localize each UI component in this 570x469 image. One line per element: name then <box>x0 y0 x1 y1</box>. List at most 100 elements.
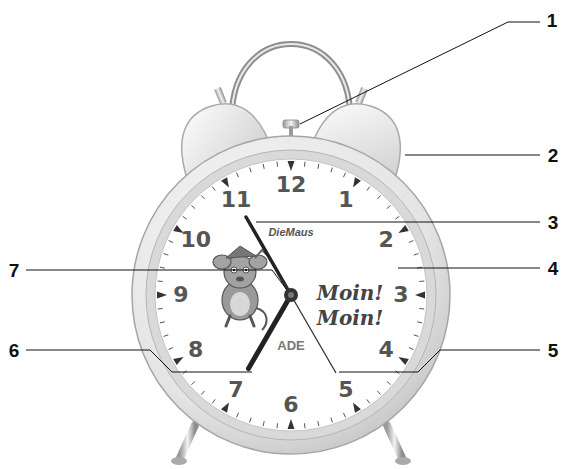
minute-tick <box>160 267 165 268</box>
minute-tick <box>331 168 333 173</box>
minute-tick <box>276 423 278 428</box>
dial-number: 9 <box>173 284 188 306</box>
minute-tick <box>201 391 204 395</box>
minute-tick <box>419 280 424 282</box>
minute-tick <box>343 413 345 418</box>
callout-number: 2 <box>548 146 559 165</box>
minute-tick <box>367 399 370 403</box>
dial-number: 4 <box>379 339 394 361</box>
hour-marker <box>221 402 229 412</box>
greeting-text: Moin! <box>317 308 383 328</box>
minute-tick <box>409 347 414 349</box>
leader-line <box>405 155 540 156</box>
leg <box>180 425 195 458</box>
minute-tick <box>318 164 319 169</box>
minute-tick <box>164 254 169 256</box>
minute-tick <box>318 421 319 426</box>
leg <box>387 425 402 458</box>
minute-tick <box>387 205 391 208</box>
minute-tick <box>212 399 215 403</box>
minute-tick <box>212 187 215 191</box>
minute-tick <box>263 164 264 169</box>
hand-pivot-cap <box>288 292 294 298</box>
hour-marker <box>353 402 361 412</box>
hour-marker <box>288 161 295 171</box>
callout-number: 5 <box>548 341 559 360</box>
minute-tick <box>409 240 414 242</box>
dial-number: 10 <box>180 229 211 251</box>
handle <box>232 44 350 122</box>
case <box>132 136 450 454</box>
hour-marker <box>157 292 167 299</box>
brand-logo: DieMaus <box>268 227 313 238</box>
callout-number: 6 <box>9 341 20 360</box>
dial-number: 6 <box>283 394 298 416</box>
minute-tick <box>414 335 419 337</box>
minute-tick <box>250 168 252 173</box>
dial-number: 2 <box>379 229 394 251</box>
hour-marker <box>398 357 408 365</box>
leader-line <box>256 222 540 223</box>
callout-number: 7 <box>9 261 20 280</box>
bezel <box>146 150 436 440</box>
minute-tick <box>395 216 399 219</box>
leader-line <box>339 350 540 372</box>
minute-tick <box>250 418 252 423</box>
minute-tick <box>164 335 169 337</box>
minute-tick <box>419 308 424 310</box>
minute-tick <box>169 240 174 242</box>
maker-mark: ADE <box>277 339 304 352</box>
minute-tick <box>158 308 163 310</box>
minute-tick <box>304 423 306 428</box>
hand-pivot <box>284 288 298 302</box>
minute-tick <box>160 322 165 323</box>
leader-line <box>398 268 540 269</box>
leader-line <box>300 22 540 124</box>
hour-marker <box>415 292 425 299</box>
dial-number: 12 <box>276 174 307 196</box>
hour-hand <box>249 295 292 369</box>
mouse-figure <box>213 246 268 330</box>
foot <box>171 457 187 465</box>
minute-tick <box>169 347 174 349</box>
hour-marker <box>221 177 229 187</box>
greeting-text: Moin! <box>317 283 383 303</box>
hour-marker <box>173 357 183 365</box>
minute-tick <box>236 173 238 178</box>
minute-tick <box>331 418 333 423</box>
hour-marker <box>353 177 361 187</box>
minute-tick <box>343 173 345 178</box>
minute-tick <box>191 381 195 384</box>
callout-number: 4 <box>548 259 559 278</box>
minute-tick <box>304 162 306 167</box>
minute-tick <box>191 205 195 208</box>
minute-tick <box>201 195 204 199</box>
callout-number: 3 <box>548 213 559 232</box>
minute-tick <box>417 322 422 323</box>
minute-tick <box>276 162 278 167</box>
minute-tick <box>387 381 391 384</box>
minute-tick <box>367 187 370 191</box>
minute-tick <box>158 280 163 282</box>
dial-number: 8 <box>188 339 203 361</box>
dial-number: 1 <box>338 189 353 211</box>
foot <box>395 457 411 465</box>
minute-tick <box>263 421 264 426</box>
leader-line <box>26 350 252 372</box>
leader-line <box>26 270 287 290</box>
hour-marker <box>288 419 295 429</box>
hour-marker <box>398 225 408 233</box>
dial-number: 3 <box>393 284 408 306</box>
minute-tick <box>414 254 419 256</box>
dial-number: 5 <box>338 379 353 401</box>
dial-face <box>155 159 427 431</box>
callout-number: 1 <box>547 11 558 30</box>
minute-tick <box>377 195 380 199</box>
minute-tick <box>183 216 187 219</box>
minute-tick <box>236 413 238 418</box>
dial-number: 11 <box>221 189 252 211</box>
dial-number: 7 <box>228 379 243 401</box>
bell-post <box>214 87 226 104</box>
